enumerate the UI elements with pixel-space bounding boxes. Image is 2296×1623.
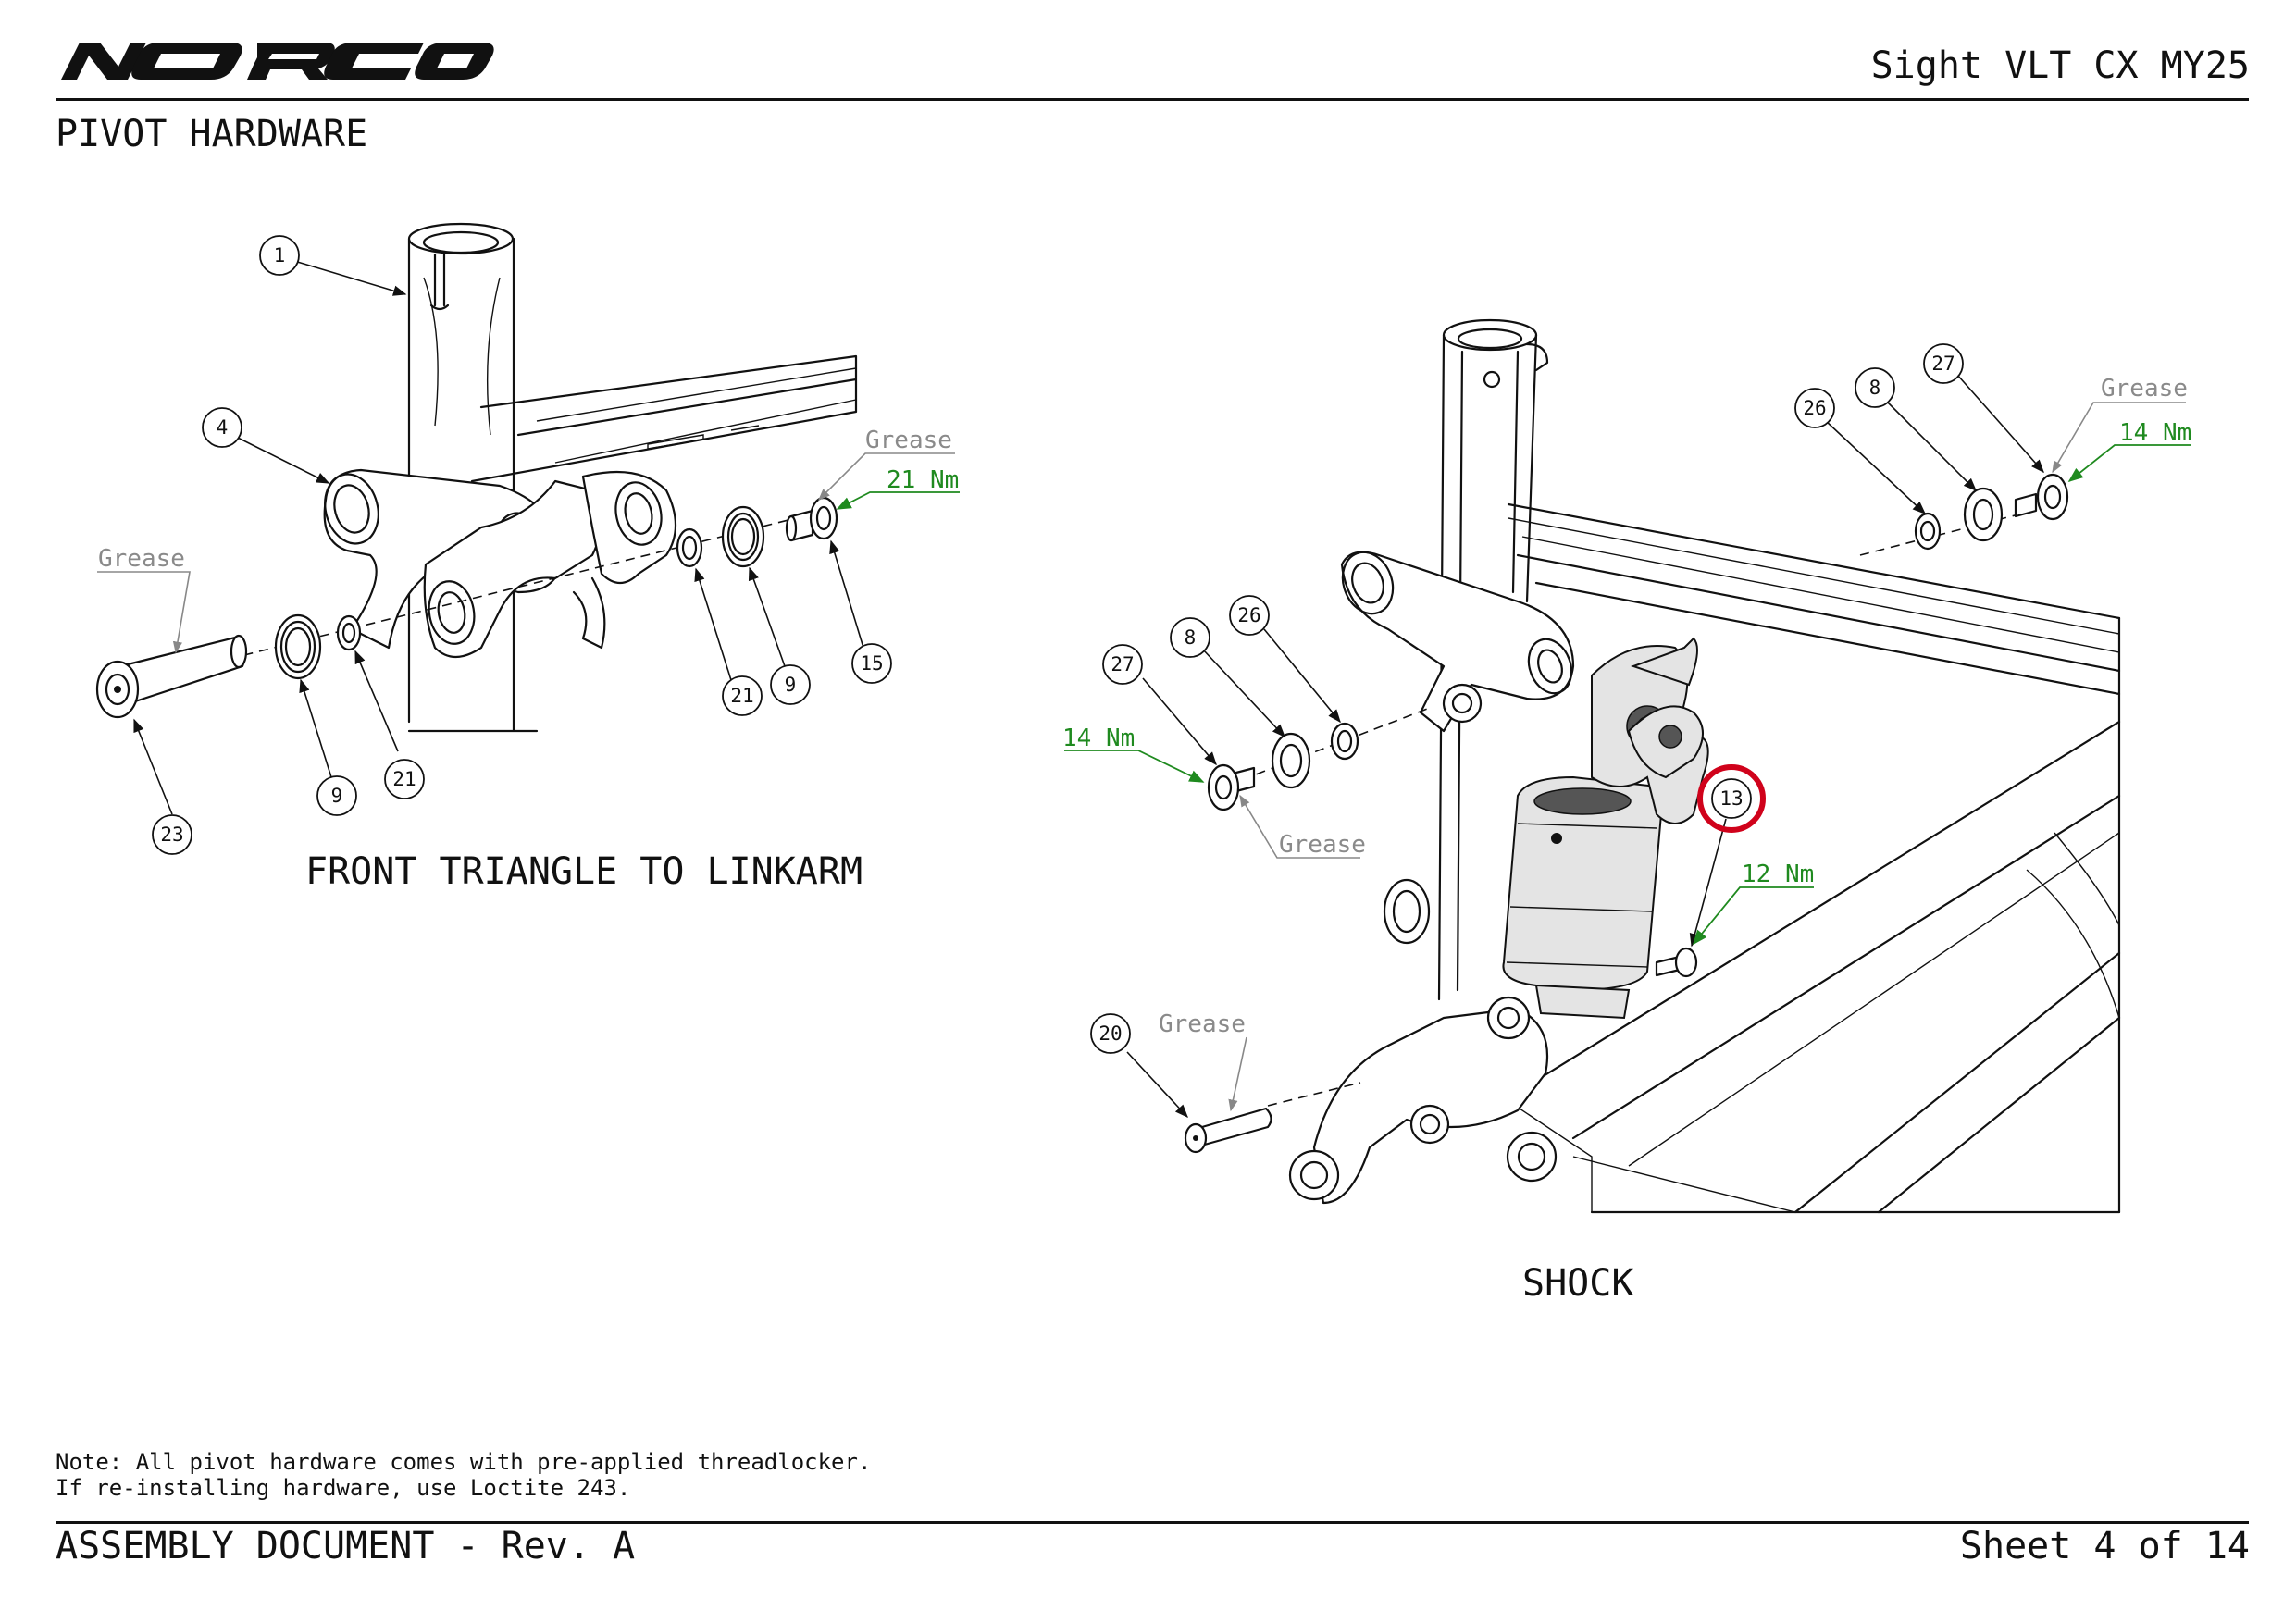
grease-label-left: Grease	[1279, 831, 1366, 859]
callout-9b: 9	[316, 775, 357, 816]
svg-text:23: 23	[160, 824, 183, 846]
header-rule	[56, 98, 2249, 101]
note-line-1: Note: All pivot hardware comes with pre-…	[56, 1449, 872, 1475]
callout-21b: 21	[384, 759, 425, 799]
torque-label-left: 14 Nm	[1062, 725, 1135, 752]
svg-text:4: 4	[217, 416, 229, 439]
norco-logo	[61, 43, 494, 80]
svg-text:8: 8	[1869, 377, 1881, 399]
svg-text:13: 13	[1719, 787, 1743, 810]
front-caption: FRONT TRIANGLE TO LINKARM	[305, 850, 863, 893]
callout-4: 4	[202, 407, 242, 448]
note-line-2: If re-installing hardware, use Loctite 2…	[56, 1475, 631, 1501]
grease-label: Grease	[865, 427, 952, 454]
model-name: Sight VLT CX MY25	[1870, 44, 2250, 87]
svg-text:21: 21	[392, 768, 416, 790]
torque-label-shock: 12 Nm	[1742, 861, 1814, 888]
svg-text:27: 27	[1931, 353, 1955, 375]
torque-label-top: 14 Nm	[2119, 419, 2191, 447]
callout-21: 21	[722, 675, 763, 716]
shock-frame-drawing	[1064, 318, 2191, 1214]
grease-label-2: Grease	[98, 545, 185, 573]
svg-text:26: 26	[1237, 604, 1260, 626]
svg-text:27: 27	[1111, 653, 1134, 675]
footer-rule	[56, 1521, 2249, 1524]
callout-8: 8	[1855, 367, 1895, 408]
callout-1: 1	[259, 235, 300, 276]
section-title: PIVOT HARDWARE	[56, 113, 368, 155]
torque-label: 21 Nm	[887, 466, 959, 494]
shock-caption: SHOCK	[1522, 1262, 1633, 1305]
callout-27b: 27	[1102, 644, 1143, 685]
callout-26: 26	[1794, 388, 1835, 428]
callout-27: 27	[1923, 343, 1964, 384]
svg-text:1: 1	[274, 244, 286, 266]
front-triangle-drawing	[95, 222, 960, 815]
callout-8b: 8	[1170, 617, 1210, 658]
svg-text:9: 9	[785, 674, 797, 696]
svg-text:21: 21	[730, 685, 753, 707]
sheet-number: Sheet 4 of 14	[1959, 1525, 2250, 1567]
callout-20: 20	[1090, 1013, 1131, 1054]
svg-text:15: 15	[860, 652, 883, 675]
callout-23: 23	[152, 814, 192, 855]
callout-9: 9	[770, 664, 811, 705]
svg-text:8: 8	[1185, 626, 1197, 649]
svg-text:9: 9	[331, 785, 343, 807]
svg-text:26: 26	[1803, 397, 1826, 419]
svg-text:20: 20	[1098, 1022, 1122, 1045]
callout-13-highlighted: 13	[1697, 764, 1766, 833]
callout-15: 15	[851, 643, 892, 684]
grease-label-bottom: Grease	[1159, 1010, 1246, 1038]
grease-label-top: Grease	[2101, 375, 2188, 403]
document-revision: ASSEMBLY DOCUMENT - Rev. A	[56, 1525, 636, 1567]
callout-26b: 26	[1229, 595, 1270, 636]
